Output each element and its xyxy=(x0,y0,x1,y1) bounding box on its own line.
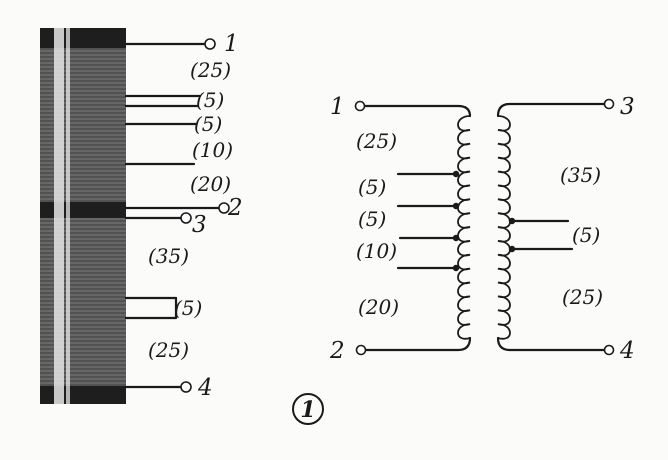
primary-terminal-top: 1 xyxy=(330,94,345,120)
figure-number-circle xyxy=(292,393,324,425)
coil-top-band xyxy=(40,28,126,48)
secondary-terminal-bottom: 4 xyxy=(619,338,635,364)
pin-3 xyxy=(180,212,192,224)
coil-section-label: (25) xyxy=(190,58,231,82)
figure-number: 1 xyxy=(292,393,324,425)
tap-dot xyxy=(508,245,516,253)
figure-number-text: 1 xyxy=(300,397,315,423)
coil-section-label: (20) xyxy=(190,172,231,196)
coil-section-label: (10) xyxy=(192,138,233,162)
primary-lead-top xyxy=(363,104,472,118)
tap-dot xyxy=(452,264,460,272)
primary-section-label: (5) xyxy=(358,175,386,199)
coil-highlight xyxy=(54,28,64,404)
secondary-pin-4 xyxy=(603,344,615,356)
pin-4 xyxy=(180,381,192,393)
primary-lead-bottom xyxy=(364,336,472,352)
primary-pin-2 xyxy=(355,344,367,356)
secondary-section-label: (35) xyxy=(560,163,601,187)
tap-dot xyxy=(452,234,460,242)
coil-labels: 1 (25) (5) (5) (10) (20) 2 3 (35) (5) (2… xyxy=(148,31,243,401)
secondary-pin-3 xyxy=(603,98,615,110)
coil-section-label: (25) xyxy=(148,338,189,362)
coil-section-label: (5) xyxy=(174,296,202,320)
pin-2 xyxy=(218,202,230,214)
primary-pin-1 xyxy=(354,100,366,112)
primary-coil xyxy=(457,115,471,340)
secondary-coil xyxy=(497,115,511,340)
primary-section-label: (25) xyxy=(356,129,397,153)
coil-section-label: (5) xyxy=(194,112,222,136)
tap-dot xyxy=(452,202,460,210)
primary-section-label: (10) xyxy=(356,239,397,263)
coil-section-label: (5) xyxy=(196,88,224,112)
secondary-winding xyxy=(496,98,615,356)
coil-body xyxy=(40,28,126,404)
primary-terminal-bottom: 2 xyxy=(329,338,345,364)
secondary-lead-bottom xyxy=(496,336,606,352)
tap-dot xyxy=(452,170,460,178)
coil-bottom-band xyxy=(40,386,126,404)
secondary-lead-top xyxy=(496,102,606,118)
tap-dot xyxy=(508,217,516,225)
coil-terminal-label: 2 xyxy=(227,195,243,221)
pin-1 xyxy=(204,38,216,50)
schematic-labels: 1 2 3 4 (25) (5) (5) (10) (20) (35) (5) … xyxy=(329,94,635,364)
primary-section-label: (20) xyxy=(358,295,399,319)
primary-section-label: (5) xyxy=(358,207,386,231)
coil-section-label: (35) xyxy=(148,244,189,268)
primary-winding xyxy=(354,100,472,356)
coil-middle-band xyxy=(40,202,126,218)
coil-terminal-label: 3 xyxy=(192,212,207,238)
coil-terminal-label: 4 xyxy=(197,375,213,401)
secondary-section-label: (5) xyxy=(572,223,600,247)
coil-highlight-thin xyxy=(66,28,70,404)
secondary-terminal-top: 3 xyxy=(620,94,635,120)
secondary-section-label: (25) xyxy=(562,285,603,309)
coil-terminal-label: 1 xyxy=(224,31,239,57)
coil-leads xyxy=(124,38,230,393)
